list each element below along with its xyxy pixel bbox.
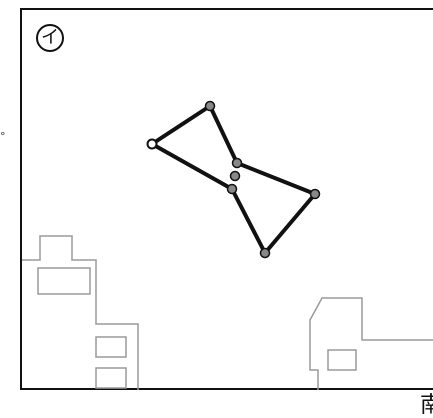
vertex [206,102,215,111]
right-building-outline [310,298,433,390]
vertex [261,249,270,258]
vertex-open [148,140,157,149]
right-building-window [328,350,356,370]
vertex [231,172,240,181]
vertex [233,159,242,168]
left-buildings [22,236,138,390]
left-building-window-3 [96,368,126,388]
vertex [228,185,237,194]
right-buildings [310,298,433,390]
bowtie-figure [148,102,320,258]
left-building-window-1 [38,268,90,294]
direction-label: 南 [420,395,433,417]
left-building-outline [22,236,138,390]
vertex [311,190,320,199]
left-building-window-2 [96,337,126,357]
